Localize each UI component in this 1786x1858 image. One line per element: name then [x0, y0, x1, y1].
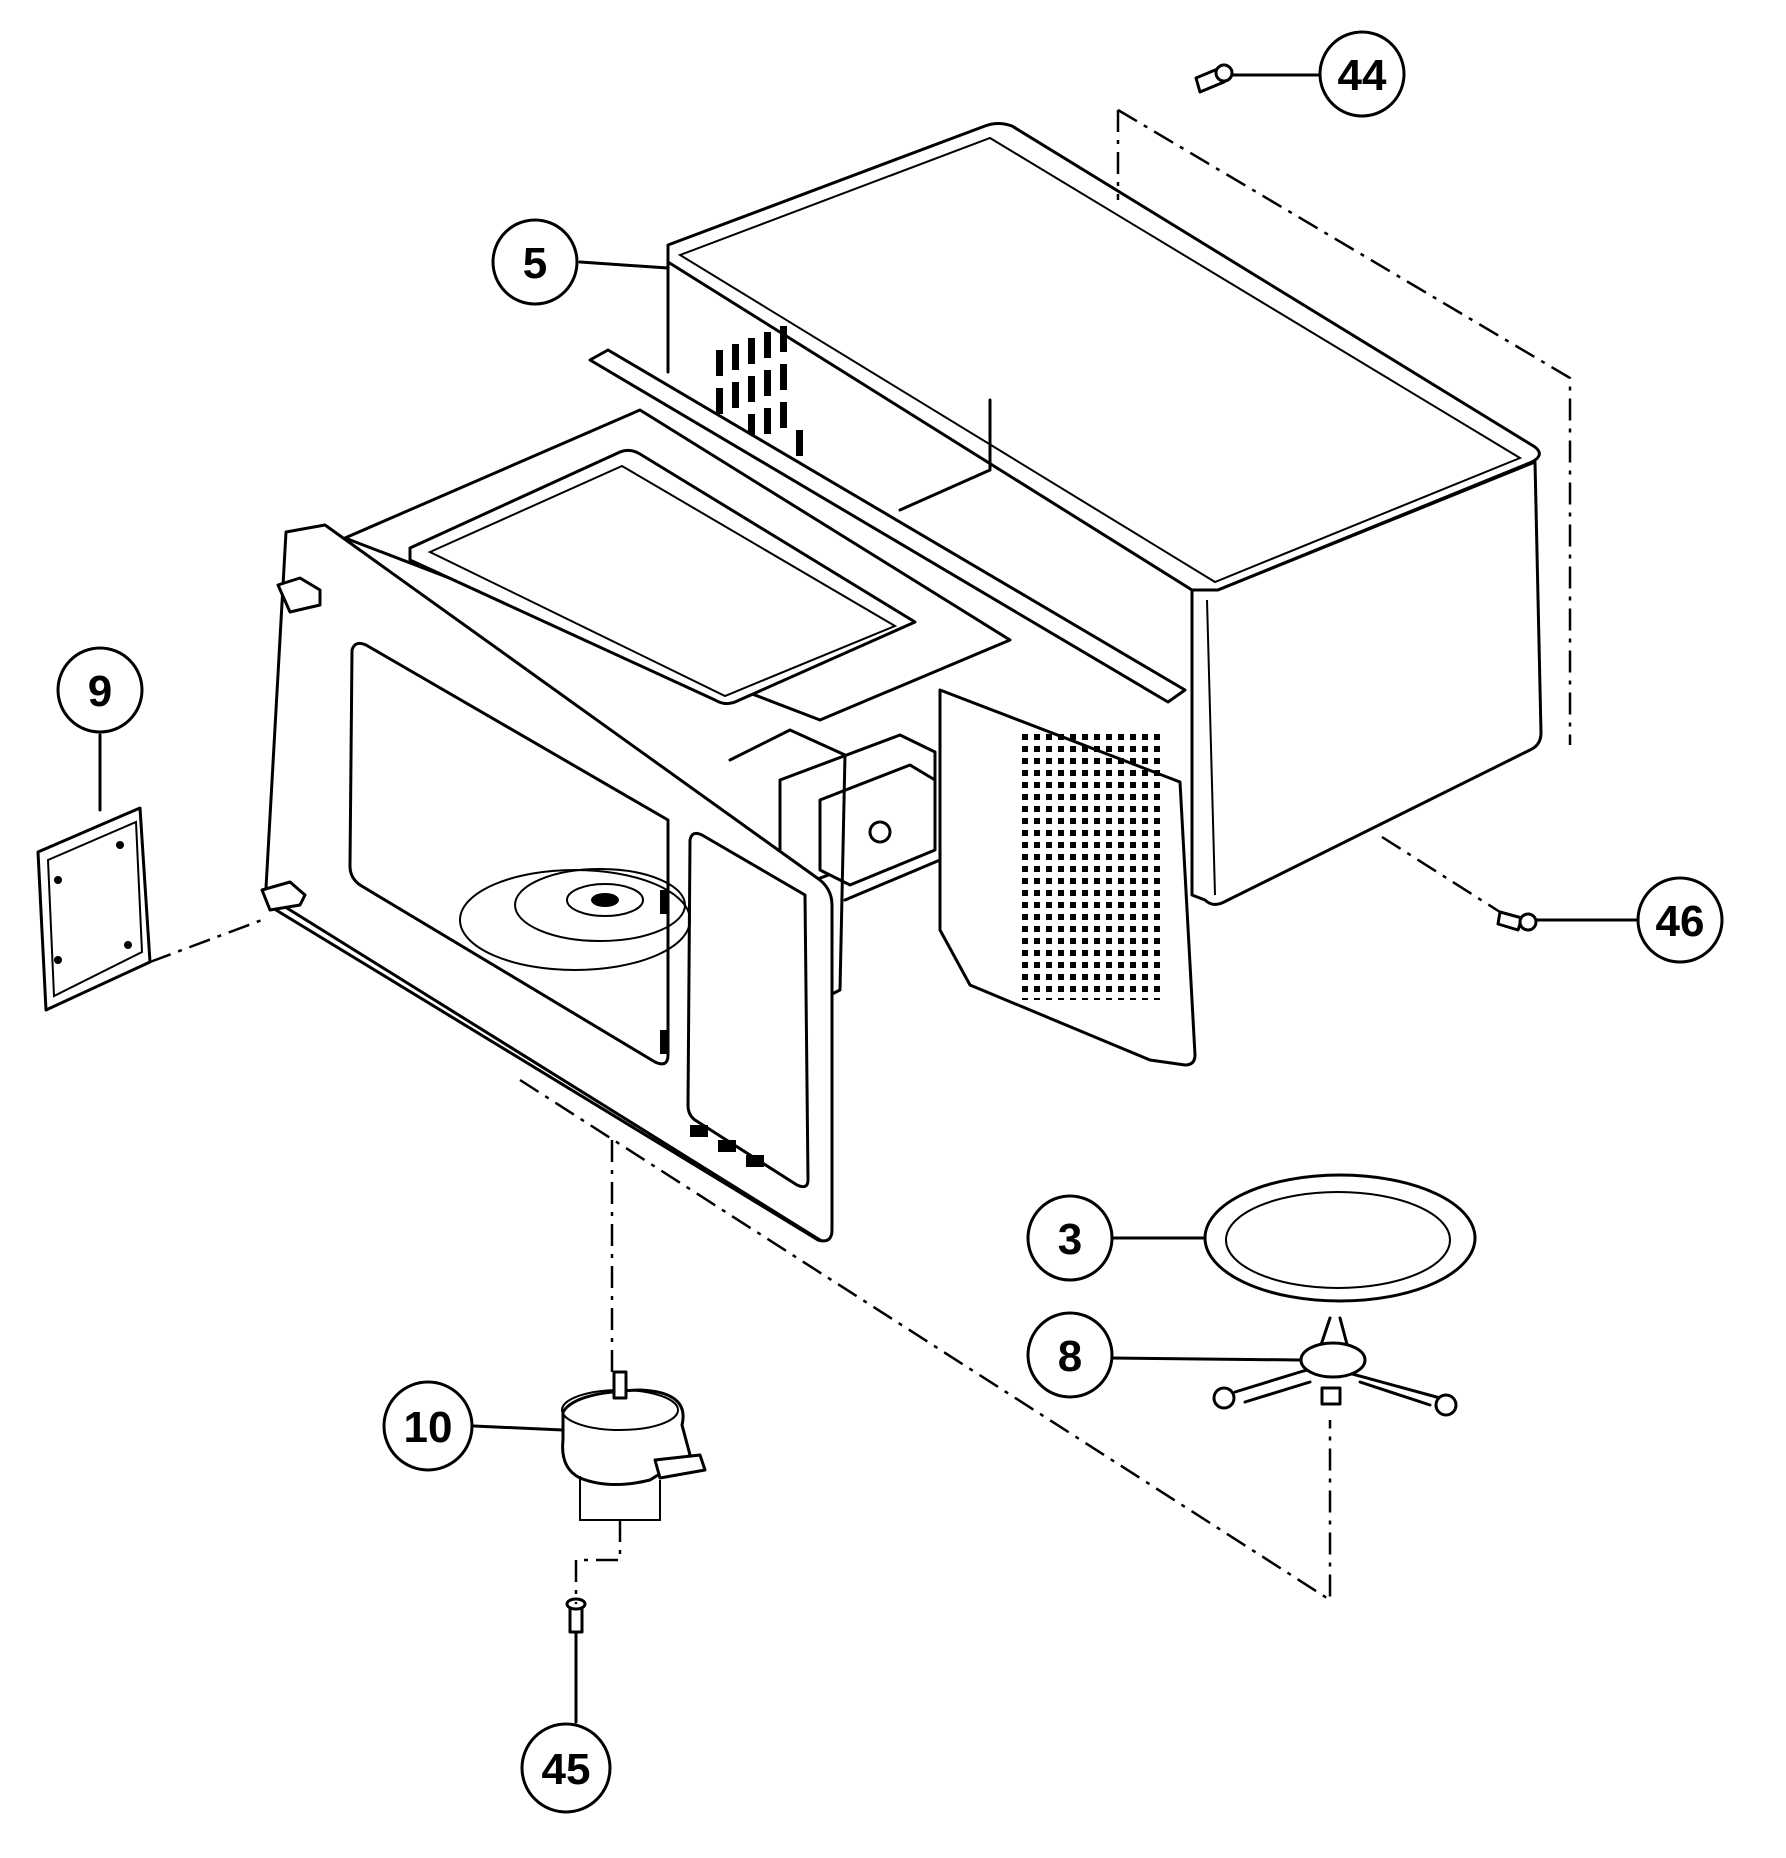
callout-44: 44: [1318, 30, 1406, 118]
part-10-motor: [561, 1370, 707, 1521]
callout-45: 45: [520, 1722, 612, 1814]
outer-cabinet: [666, 122, 1543, 906]
callout-9-label: 9: [88, 667, 112, 716]
vent-mesh: [1022, 730, 1162, 1000]
callout-10-label: 10: [404, 1403, 453, 1452]
screw-44: [1194, 63, 1234, 94]
oven-chassis: [343, 348, 1197, 1067]
callout-3-label: 3: [1058, 1215, 1082, 1264]
front-frame: [260, 523, 834, 1243]
callout-10: 10: [382, 1380, 474, 1472]
part-3-glass-tray: [1203, 1173, 1477, 1303]
callout-45-label: 45: [542, 1745, 591, 1794]
callout-8: 8: [1026, 1311, 1114, 1399]
callout-46: 46: [1636, 876, 1724, 964]
cabinet-vents: [716, 326, 803, 456]
callout-9: 9: [56, 646, 144, 734]
screw-45: [565, 1597, 587, 1634]
callout-5-label: 5: [523, 239, 547, 288]
callout-3: 3: [1026, 1194, 1114, 1282]
leader-lines: [98, 73, 1642, 1724]
callout-46-label: 46: [1656, 897, 1705, 946]
part-8-roller-support: [1212, 1316, 1458, 1417]
callout-8-label: 8: [1058, 1332, 1082, 1381]
part-9-plate: [36, 806, 152, 1012]
assembly-lines: [149, 108, 1572, 1604]
callout-5: 5: [491, 218, 579, 306]
callout-44-label: 44: [1338, 51, 1387, 100]
screw-46: [1496, 910, 1538, 932]
